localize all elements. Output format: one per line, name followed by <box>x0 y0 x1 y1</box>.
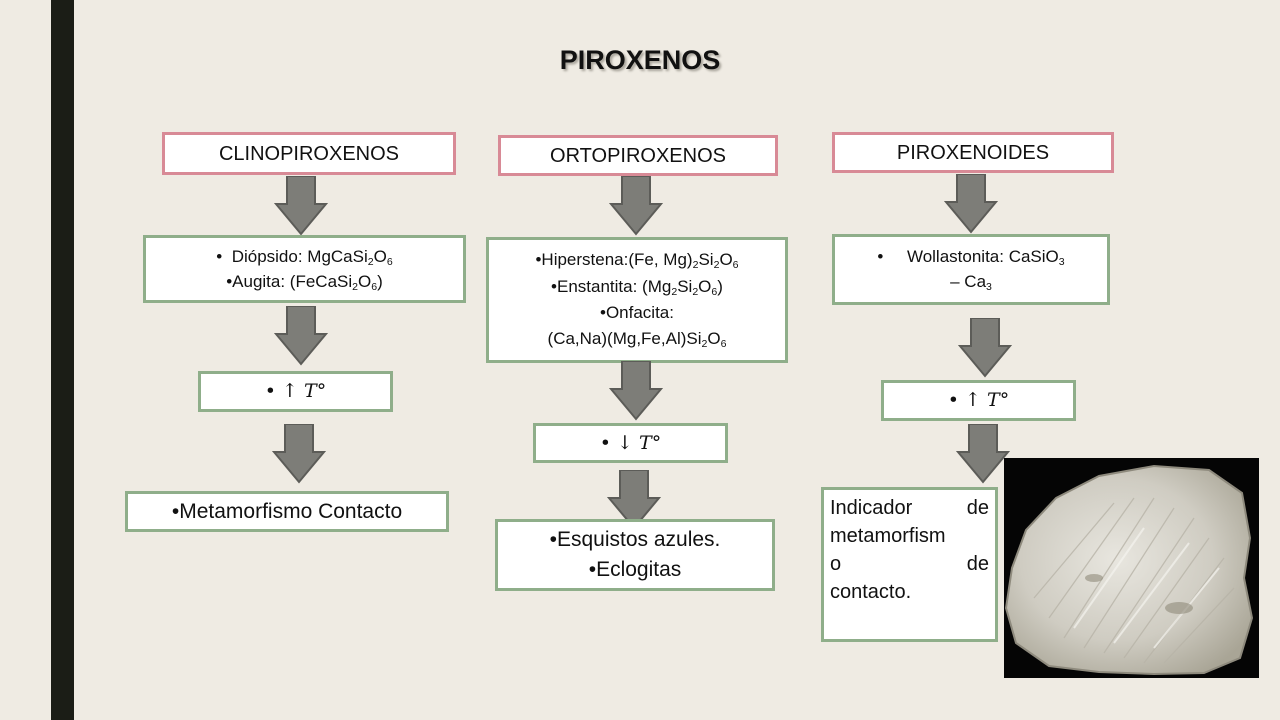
down-arrow-icon <box>956 424 1010 484</box>
list-item-wollastonita: • Wollastonita: CaSiO3 <box>877 246 1065 268</box>
list-item-augita: •Augita: (FeCaSi2O6) <box>226 272 383 293</box>
result-item: •Metamorfismo Contacto <box>171 499 403 523</box>
clinopiroxenos-header: CLINOPIROXENOS <box>162 132 456 175</box>
list-item-onfacita: •Onfacita: <box>600 303 674 322</box>
list-item-diopsido: • Diópsido: MgCaSi2O6 <box>216 246 393 268</box>
clinopiroxenos-header-label: CLINOPIROXENOS <box>218 142 400 165</box>
indicator-line: o de <box>830 553 989 575</box>
indicator-line: metamorfism <box>830 525 946 547</box>
temperature-up-icon: ↑ <box>282 380 298 403</box>
temperature-label: • ↑ T° <box>947 389 1010 412</box>
down-arrow-icon <box>944 174 998 234</box>
page-title: PIROXENOS <box>559 45 721 75</box>
ortopiroxenos-minerals-box: •Hiperstena:(Fe, Mg)2Si2O6 •Enstantita: … <box>486 237 788 363</box>
down-arrow-icon <box>272 424 326 484</box>
clinopiroxenos-minerals-box: • Diópsido: MgCaSi2O6 •Augita: (FeCaSi2O… <box>143 235 466 303</box>
piroxenoides-temperature-box: • ↑ T° <box>881 380 1076 421</box>
result-item: •Esquistos azules. <box>549 527 721 551</box>
down-arrow-icon <box>609 176 663 236</box>
temperature-label: • ↓ T° <box>599 431 662 454</box>
orto-temperature-box: • ↓ T° <box>533 423 728 463</box>
down-arrow-icon <box>274 176 328 236</box>
list-item-enstantita: •Enstantita: (Mg2Si2O6) <box>551 276 723 298</box>
left-accent-bar <box>51 0 74 720</box>
piroxenoides-minerals-box: • Wollastonita: CaSiO3 – Ca3 <box>832 234 1110 305</box>
list-item-hiperstena: •Hiperstena:(Fe, Mg)2Si2O6 <box>535 250 739 272</box>
down-arrow-icon <box>607 470 661 530</box>
down-arrow-icon <box>958 318 1012 378</box>
rock-photo <box>1004 458 1259 678</box>
temperature-down-icon: ↓ <box>617 431 633 454</box>
ortopiroxenos-header: ORTOPIROXENOS <box>498 135 778 176</box>
piroxenoides-header-label: PIROXENOIDES <box>896 141 1050 164</box>
temperature-label: • ↑ T° <box>264 380 327 403</box>
indicator-line: contacto. <box>830 581 912 603</box>
orto-result-box: •Esquistos azules. •Eclogitas <box>495 519 775 591</box>
clino-temperature-box: • ↑ T° <box>198 371 393 412</box>
wollastonita-formula-cont: – Ca3 <box>950 271 992 293</box>
down-arrow-icon <box>274 306 328 366</box>
result-item: •Eclogitas <box>588 558 682 581</box>
wollastonite-rock-image <box>1004 458 1259 678</box>
temperature-up-icon: ↑ <box>965 389 981 412</box>
piroxenoides-header: PIROXENOIDES <box>832 132 1114 173</box>
indicator-box: Indicador de metamorfism o de contacto. <box>821 487 998 642</box>
clino-result-box: •Metamorfismo Contacto <box>125 491 449 532</box>
down-arrow-icon <box>609 361 663 421</box>
indicator-line: Indicador de <box>830 497 989 519</box>
ortopiroxenos-header-label: ORTOPIROXENOS <box>550 144 726 167</box>
onfacita-formula: (Ca,Na)(Mg,Fe,Al)Si2O6 <box>547 329 727 351</box>
